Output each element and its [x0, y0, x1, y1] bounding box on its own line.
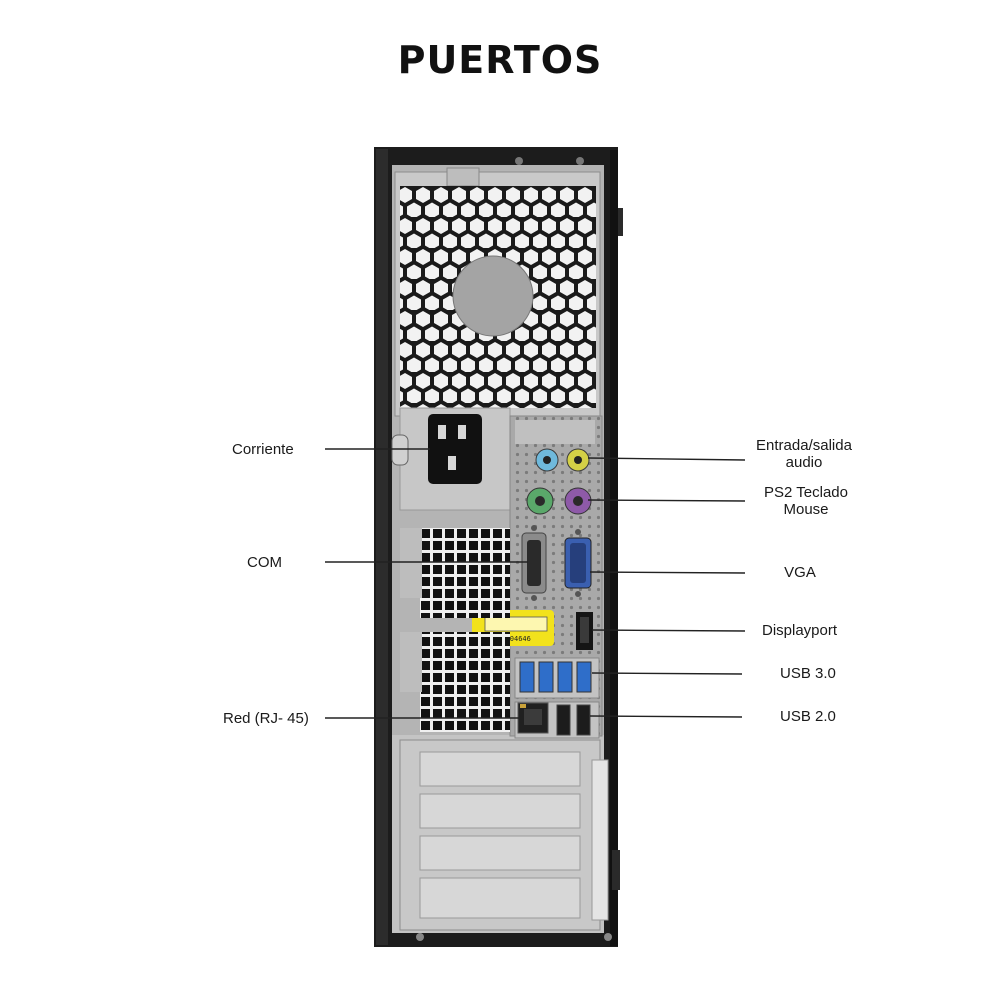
chassis-latch	[391, 434, 409, 466]
label-com: COM	[247, 554, 282, 571]
sticker-text: C2504646	[497, 635, 531, 643]
usb3-port[interactable]	[576, 661, 592, 693]
label-usb2: USB 2.0	[780, 708, 836, 725]
chassis-side	[610, 150, 618, 946]
fan-hub	[452, 255, 534, 337]
psu-tab	[446, 167, 480, 187]
usb3-port[interactable]	[519, 661, 535, 693]
leader-line-usb3	[591, 672, 743, 675]
usb3-port[interactable]	[557, 661, 573, 693]
vent-upper	[420, 528, 510, 618]
label-vga: VGA	[784, 564, 816, 581]
usb2-port[interactable]	[556, 704, 571, 736]
leader-line-ps2	[587, 499, 746, 502]
label-ps2: PS2 Teclado Mouse	[764, 484, 848, 518]
label-strip	[591, 759, 609, 921]
usb3-port[interactable]	[538, 661, 554, 693]
side-clip-bottom	[612, 850, 620, 890]
leader-line-audio	[587, 457, 746, 461]
leader-line-displayport	[591, 629, 746, 632]
expansion-slot	[419, 835, 581, 871]
leader-line-vga	[589, 571, 746, 574]
expansion-slot	[419, 877, 581, 919]
leader-lines	[325, 448, 746, 719]
side-clip-top	[618, 208, 623, 236]
power-socket[interactable]	[428, 414, 482, 484]
usb2-port[interactable]	[576, 704, 591, 736]
chassis-edge	[376, 149, 388, 945]
label-network: Red (RJ- 45)	[223, 710, 309, 727]
label-audio: Entrada/salida audio	[756, 437, 852, 471]
expansion-slot	[419, 793, 581, 829]
label-usb3: USB 3.0	[780, 665, 836, 682]
label-power: Corriente	[232, 441, 294, 458]
page-title: PUERTOS	[397, 38, 603, 82]
expansion-slot	[419, 751, 581, 787]
label-displayport: Displayport	[762, 622, 838, 639]
leader-line-usb2	[589, 715, 743, 718]
vent-lower	[420, 632, 510, 732]
